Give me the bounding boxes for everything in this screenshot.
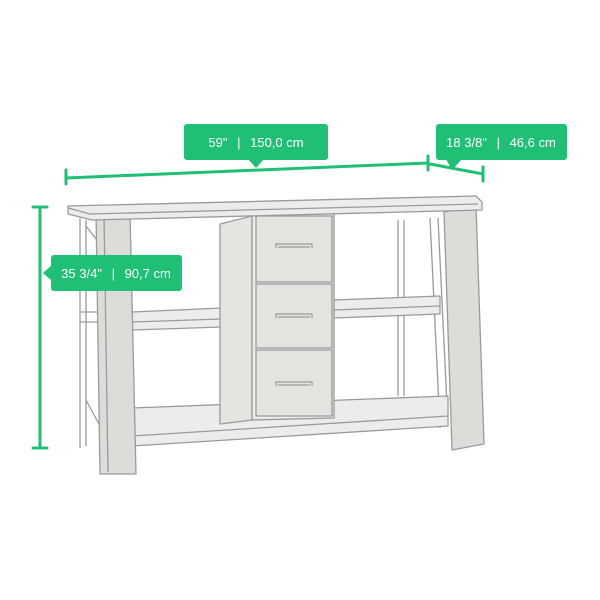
svg-text:35 3/4" | 90,7 cm: 35 3/4" | 90,7 cm: [61, 266, 171, 281]
svg-text:18 3/8" | 46,6 cm: 18 3/8" | 46,6 cm: [446, 135, 556, 150]
depth-metric-value: 46,6 cm: [510, 135, 556, 150]
drawer-handle-top: [275, 243, 313, 248]
left-leg: [95, 211, 137, 475]
height-dimension-line: [31, 205, 49, 450]
width-label-box: [184, 124, 328, 160]
drawer-handle-middle: [275, 313, 313, 318]
depth-label-box: [436, 124, 567, 160]
drawer-handle-bottom: [275, 381, 313, 386]
depth-dimension: 18 3/8" | 46,6 cm: [428, 124, 567, 183]
table-top: [67, 195, 483, 221]
width-dimension: 59" | 150,0 cm: [64, 124, 430, 186]
height-imperial-value: 35 3/4": [61, 266, 102, 281]
height-dimension: 35 3/4" | 90,7 cm: [31, 205, 182, 450]
height-separator: |: [112, 266, 115, 281]
drawer-middle: [255, 283, 333, 349]
width-label-pointer: [248, 159, 264, 168]
height-label-box: [51, 255, 182, 291]
console-table-drawing: [67, 195, 485, 475]
height-label-pointer: [43, 265, 52, 281]
svg-text:59" | 150,0 cm: 59" | 150,0 cm: [208, 135, 303, 150]
drawers: [255, 215, 333, 417]
depth-dimension-line: [428, 162, 485, 183]
drawer-top: [255, 215, 333, 283]
width-imperial-value: 59": [208, 135, 227, 150]
drawer-handles: [275, 243, 313, 386]
width-dimension-line: [64, 154, 430, 186]
depth-imperial-value: 18 3/8": [446, 135, 487, 150]
width-separator: |: [237, 135, 240, 150]
depth-label-pointer: [446, 159, 462, 170]
depth-separator: |: [497, 135, 500, 150]
drawer-tower-side: [219, 215, 253, 425]
height-metric-value: 90,7 cm: [125, 266, 171, 281]
right-leg: [443, 205, 485, 451]
drawer-bottom: [255, 349, 333, 417]
width-metric-value: 150,0 cm: [250, 135, 303, 150]
